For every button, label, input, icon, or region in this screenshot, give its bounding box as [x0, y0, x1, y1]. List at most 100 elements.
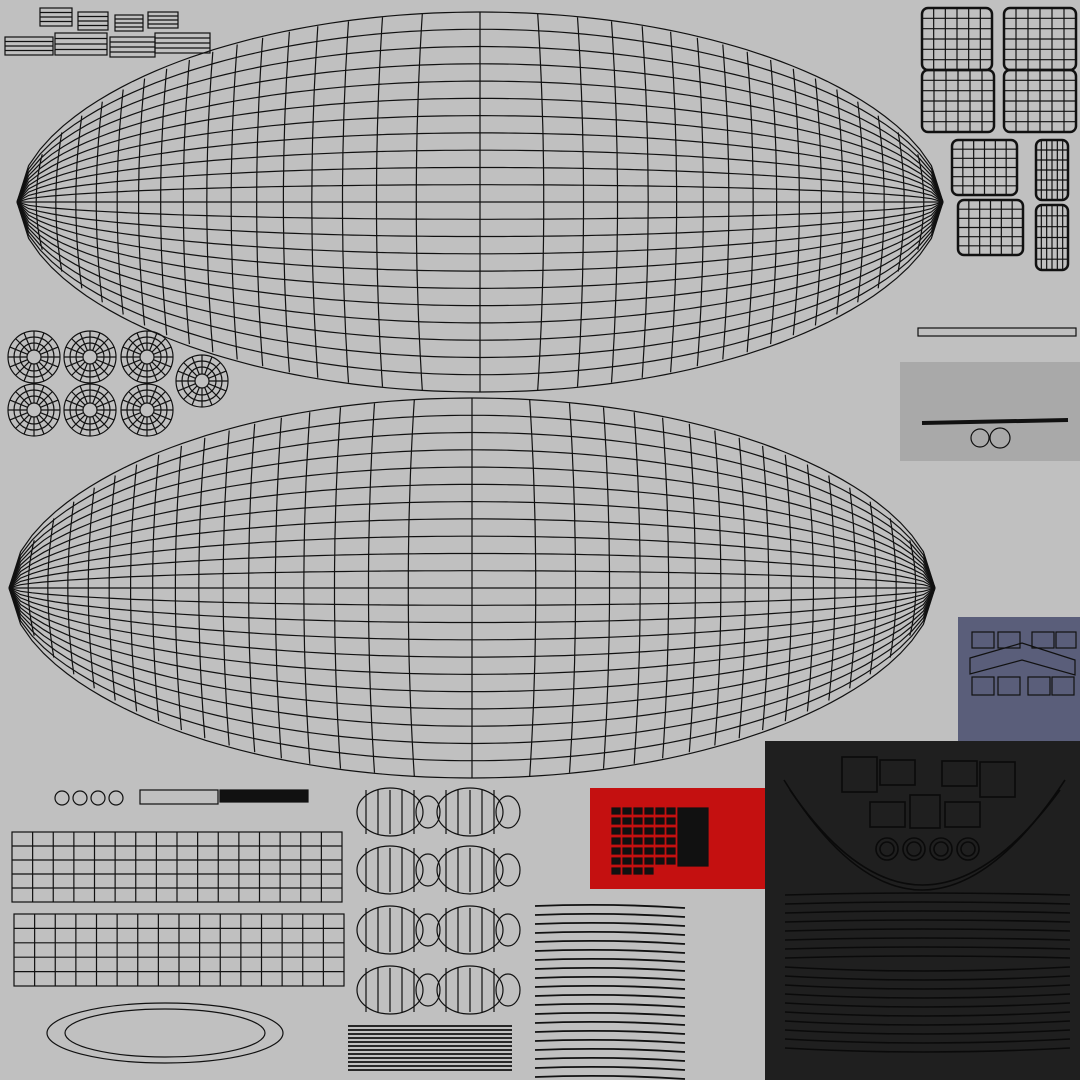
panel-piece	[1051, 676, 1075, 696]
wheel-spoke	[122, 399, 141, 408]
small-piece	[655, 807, 665, 815]
panel-piece	[997, 676, 1021, 696]
wheel-spoke	[92, 332, 101, 351]
wheel-spoke	[23, 385, 32, 404]
small-piece	[622, 817, 632, 825]
uv-edge-col	[230, 44, 238, 360]
wheel-spoke	[15, 361, 30, 376]
ring	[906, 841, 922, 857]
small-piece	[39, 7, 73, 27]
bulb-piece	[356, 905, 441, 955]
small-piece	[633, 847, 643, 855]
wheel-spoke	[149, 416, 158, 435]
wheel-spoke	[183, 385, 198, 400]
small-piece	[644, 857, 654, 865]
wheel-spoke	[96, 399, 115, 408]
strip-piece	[534, 1065, 686, 1071]
uv-edge-col	[670, 31, 678, 373]
small-piece	[666, 817, 676, 825]
uv-edge-col	[256, 37, 264, 367]
wheel-spoke	[71, 391, 86, 406]
uv-edge-col	[341, 21, 350, 383]
uv-edge-col	[333, 407, 342, 769]
small-piece	[666, 837, 676, 845]
piece-outline	[356, 787, 424, 837]
uv-edge-col	[138, 78, 146, 326]
small-wheel	[989, 427, 1011, 449]
piece-outline	[495, 853, 521, 887]
wheel-spoke	[208, 383, 227, 392]
piece-outline	[495, 795, 521, 829]
wheel-spoke	[38, 391, 53, 406]
uv-edge-col	[722, 44, 730, 360]
strip-piece	[534, 903, 686, 909]
side-panel	[13, 913, 345, 987]
strip-piece	[784, 1029, 1071, 1035]
panel-piece	[1055, 631, 1077, 649]
window-piece	[1034, 138, 1070, 202]
small-piece	[644, 817, 654, 825]
wheel-spoke	[149, 385, 158, 404]
panel-piece	[1027, 676, 1051, 696]
small-piece	[77, 11, 109, 31]
uv-edge-col	[897, 132, 905, 272]
small-piece	[655, 837, 665, 845]
packed-pieces	[677, 807, 709, 867]
uv-edge-col	[610, 21, 619, 383]
bulb-piece	[356, 845, 441, 895]
wheel-spoke	[65, 359, 84, 368]
wheel-spoke	[96, 346, 115, 355]
strip-piece	[784, 1047, 1071, 1053]
wheel-spoke	[23, 416, 32, 435]
strip-piece	[784, 1002, 1071, 1008]
strip-piece	[534, 1011, 686, 1017]
wheel-spoke	[65, 346, 84, 355]
uv-edge-col	[95, 101, 103, 303]
wheel-spoke	[40, 346, 59, 355]
strip-piece	[534, 1038, 686, 1044]
panel-piece	[909, 794, 941, 829]
wheel-spoke	[183, 362, 198, 377]
small-piece	[633, 867, 643, 875]
small-piece	[611, 827, 621, 835]
uv-edge-col	[407, 399, 415, 777]
small-piece	[622, 827, 632, 835]
small-piece	[611, 817, 621, 825]
wheel-spoke	[65, 412, 84, 421]
uv-edge-col	[198, 437, 206, 739]
dark-panel-pieces	[783, 756, 1071, 1053]
wheel-spoke	[9, 412, 28, 421]
uv-edge-col	[303, 412, 311, 764]
small-piece	[147, 11, 179, 29]
uv-edge-col	[35, 154, 43, 250]
wheel-spoke	[191, 356, 200, 375]
uv-edge-col	[696, 37, 704, 367]
wheel-spoke	[136, 416, 145, 435]
hull-shell-bottom	[8, 397, 936, 779]
small-piece	[655, 847, 665, 855]
uv-edge-col	[75, 115, 83, 289]
strip-piece	[534, 912, 686, 918]
wheel-spoke	[151, 391, 166, 406]
panel-piece	[979, 761, 1016, 798]
bulb-piece	[356, 787, 441, 837]
small-piece	[633, 817, 643, 825]
strip-piece	[534, 1056, 686, 1062]
wheel-spoke	[136, 385, 145, 404]
wheel-spoke	[151, 338, 166, 353]
uv-edge-col	[806, 464, 814, 712]
wheel-spoke	[15, 414, 30, 429]
panel-piece	[1031, 631, 1055, 649]
wheel-spoke	[79, 385, 88, 404]
small-piece	[633, 837, 643, 845]
uv-edge-col	[641, 26, 649, 378]
wheel-spoke	[15, 391, 30, 406]
window-piece	[956, 198, 1025, 257]
strip-piece	[534, 957, 686, 963]
small-piece	[666, 827, 676, 835]
small-piece	[611, 867, 621, 875]
wheel-spoke	[128, 414, 143, 429]
wheel-spoke	[9, 399, 28, 408]
uv-edge-col	[770, 59, 778, 345]
strip-piece	[534, 1029, 686, 1035]
